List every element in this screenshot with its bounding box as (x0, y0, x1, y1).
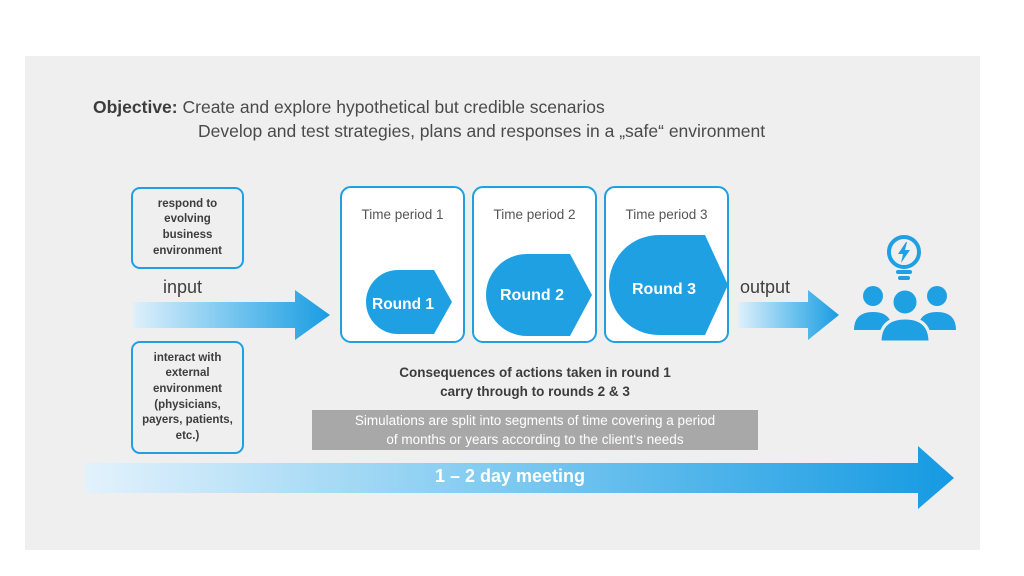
output-arrow (738, 290, 839, 340)
consequences-line-2: carry through to rounds 2 & 3 (440, 383, 630, 399)
period-label-1: Time period 1 (361, 207, 444, 222)
objective-line-1: Objective: Create and explore hypothetic… (93, 97, 605, 118)
simulation-note-line-1: Simulations are split into segments of t… (354, 413, 716, 428)
objective-text-1: Create and explore hypothetical but cred… (182, 97, 605, 117)
input-box-interact-text: interact with external environment (phys… (142, 351, 233, 442)
timeline-arrow (85, 446, 954, 509)
round-1-shape (366, 270, 452, 334)
round-3-shape (609, 235, 728, 335)
input-arrow (133, 290, 330, 340)
lightbulb-icon (887, 235, 921, 280)
round-3-label: Round 3 (632, 281, 696, 298)
period-box-1: Time period 1 Round 1 (340, 186, 465, 343)
period-box-3: Time period 3 Round 3 (604, 186, 729, 343)
output-label: output (740, 277, 791, 297)
objective-line-2: Develop and test strategies, plans and r… (198, 121, 766, 141)
input-box-respond: respond to evolving business environment (131, 187, 244, 269)
lightning-icon (898, 242, 910, 263)
objective-label: Objective: (93, 97, 178, 117)
round-2-shape (486, 254, 592, 336)
round-1-label: Round 1 (372, 296, 434, 313)
people-group-icon (854, 286, 956, 344)
timeline-label: 1 – 2 day meeting (434, 466, 586, 486)
input-box-interact: interact with external environment (phys… (131, 341, 244, 454)
consequences-text: Consequences of actions taken in round 1… (360, 364, 710, 402)
input-label: input (163, 277, 203, 297)
input-box-respond-text: respond to evolving business environment (152, 197, 222, 257)
period-label-3: Time period 3 (625, 207, 708, 222)
simulation-note: Simulations are split into segments of t… (312, 410, 758, 450)
round-2-label: Round 2 (500, 287, 564, 304)
period-box-2: Time period 2 Round 2 (472, 186, 597, 343)
simulation-note-line-2: of months or years according to the clie… (386, 432, 684, 447)
period-label-2: Time period 2 (493, 207, 576, 222)
consequences-line-1: Consequences of actions taken in round 1 (399, 365, 671, 380)
